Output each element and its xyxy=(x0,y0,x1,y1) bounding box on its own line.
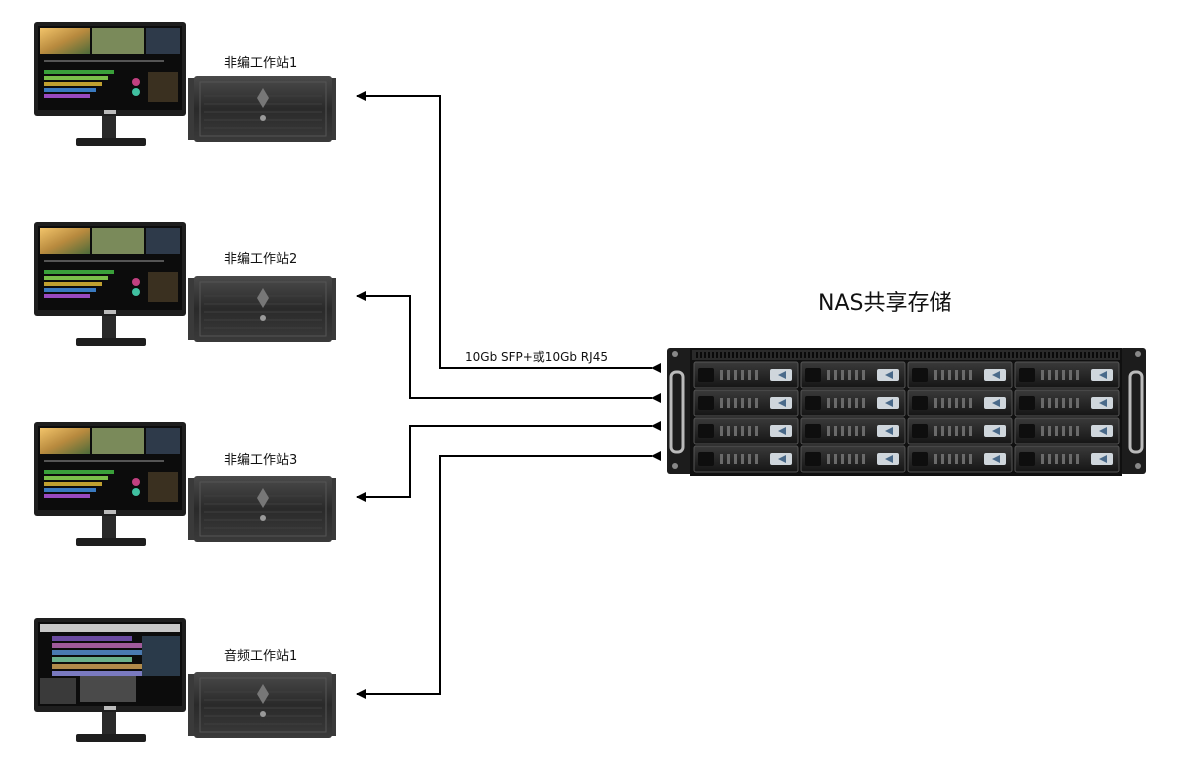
drive-bay xyxy=(1014,389,1120,417)
drive-bay xyxy=(693,417,799,445)
workstation-2 xyxy=(34,222,336,346)
monitor xyxy=(34,422,186,546)
drive-bay xyxy=(907,361,1013,389)
connection-lines xyxy=(356,91,661,699)
drive-bay xyxy=(907,417,1013,445)
drive-bay xyxy=(800,445,906,473)
workstation-3 xyxy=(34,422,336,546)
link-ws2 xyxy=(356,291,661,403)
drive-bay xyxy=(693,445,799,473)
drive-bay xyxy=(800,389,906,417)
left-handle xyxy=(669,370,685,454)
ws1-label: 非编工作站1 xyxy=(224,56,298,71)
monitor xyxy=(34,22,186,146)
drive-bay xyxy=(907,445,1013,473)
drive-bay xyxy=(1014,361,1120,389)
nas-storage-unit xyxy=(667,348,1146,476)
drive-bay xyxy=(907,389,1013,417)
workstation-4 xyxy=(34,618,336,742)
drive-bay xyxy=(800,417,906,445)
monitor xyxy=(34,222,186,346)
workstation-chassis xyxy=(188,76,336,142)
drive-bay xyxy=(1014,417,1120,445)
drive-bay xyxy=(800,361,906,389)
nas-title: NAS共享存储 xyxy=(818,291,952,316)
drive-bay xyxy=(693,389,799,417)
drive-bay xyxy=(693,361,799,389)
audio-ws-label: 音频工作站1 xyxy=(224,649,298,664)
drive-bay xyxy=(1014,445,1120,473)
ws3-label: 非编工作站3 xyxy=(224,453,298,468)
workstation-chassis xyxy=(188,672,336,738)
right-handle xyxy=(1128,370,1144,454)
link-label: 10Gb SFP+或10Gb RJ45 xyxy=(465,350,608,364)
workstation-chassis xyxy=(188,276,336,342)
workstation-chassis xyxy=(188,476,336,542)
monitor xyxy=(34,618,186,742)
link-audio xyxy=(356,451,661,699)
link-ws3 xyxy=(356,421,661,502)
ws2-label: 非编工作站2 xyxy=(224,252,298,267)
workstation-1 xyxy=(34,22,336,146)
link-ws1 xyxy=(356,91,661,373)
